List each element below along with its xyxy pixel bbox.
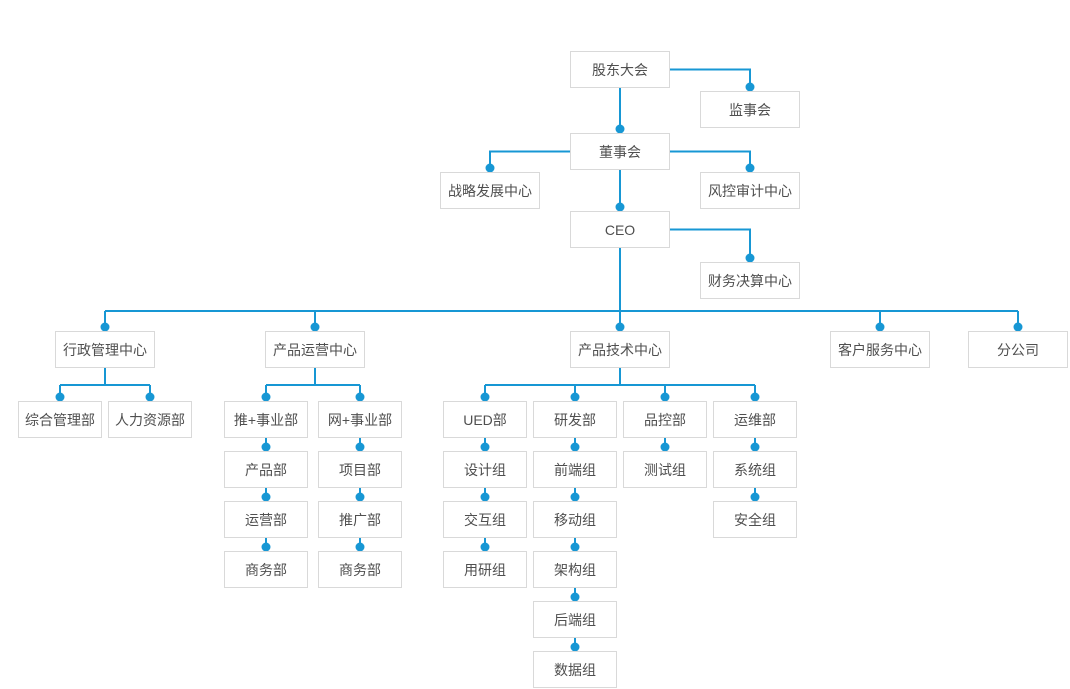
node-architecture-group[interactable]: 架构组 [533, 551, 617, 588]
node-tui-division[interactable]: 推+事业部 [224, 401, 308, 438]
node-customer-service-center[interactable]: 客户服务中心 [830, 331, 930, 368]
node-design-group[interactable]: 设计组 [443, 451, 527, 488]
node-ops-maintenance-dept[interactable]: 运维部 [713, 401, 797, 438]
node-mobile-group[interactable]: 移动组 [533, 501, 617, 538]
node-wang-division[interactable]: 网+事业部 [318, 401, 402, 438]
node-product-tech-center[interactable]: 产品技术中心 [570, 331, 670, 368]
node-promotion-dept[interactable]: 推广部 [318, 501, 402, 538]
node-frontend-group[interactable]: 前端组 [533, 451, 617, 488]
node-product-dept[interactable]: 产品部 [224, 451, 308, 488]
connector-center-branches [59, 368, 756, 397]
node-strategy-development-center[interactable]: 战略发展中心 [440, 172, 540, 209]
node-general-management-dept[interactable]: 综合管理部 [18, 401, 102, 438]
node-backend-group[interactable]: 后端组 [533, 601, 617, 638]
node-product-operations-center[interactable]: 产品运营中心 [265, 331, 365, 368]
node-business-dept-b[interactable]: 商务部 [318, 551, 402, 588]
node-qc-dept[interactable]: 品控部 [623, 401, 707, 438]
node-data-group[interactable]: 数据组 [533, 651, 617, 688]
node-ceo[interactable]: CEO [570, 211, 670, 248]
node-system-group[interactable]: 系统组 [713, 451, 797, 488]
node-testing-group[interactable]: 测试组 [623, 451, 707, 488]
node-project-dept[interactable]: 项目部 [318, 451, 402, 488]
connector-top-structure [104, 68, 1019, 327]
node-rd-dept[interactable]: 研发部 [533, 401, 617, 438]
node-hr-dept[interactable]: 人力资源部 [108, 401, 192, 438]
node-finance-settlement-center[interactable]: 财务决算中心 [700, 262, 800, 299]
node-shareholders-meeting[interactable]: 股东大会 [570, 51, 670, 88]
node-security-group[interactable]: 安全组 [713, 501, 797, 538]
node-supervisory-board[interactable]: 监事会 [700, 91, 800, 128]
node-interaction-group[interactable]: 交互组 [443, 501, 527, 538]
node-board-of-directors[interactable]: 董事会 [570, 133, 670, 170]
node-business-dept-a[interactable]: 商务部 [224, 551, 308, 588]
node-admin-management-center[interactable]: 行政管理中心 [55, 331, 155, 368]
node-operations-dept[interactable]: 运营部 [224, 501, 308, 538]
node-user-research-group[interactable]: 用研组 [443, 551, 527, 588]
node-branch-company[interactable]: 分公司 [968, 331, 1068, 368]
node-ued-dept[interactable]: UED部 [443, 401, 527, 438]
node-risk-audit-center[interactable]: 风控审计中心 [700, 172, 800, 209]
